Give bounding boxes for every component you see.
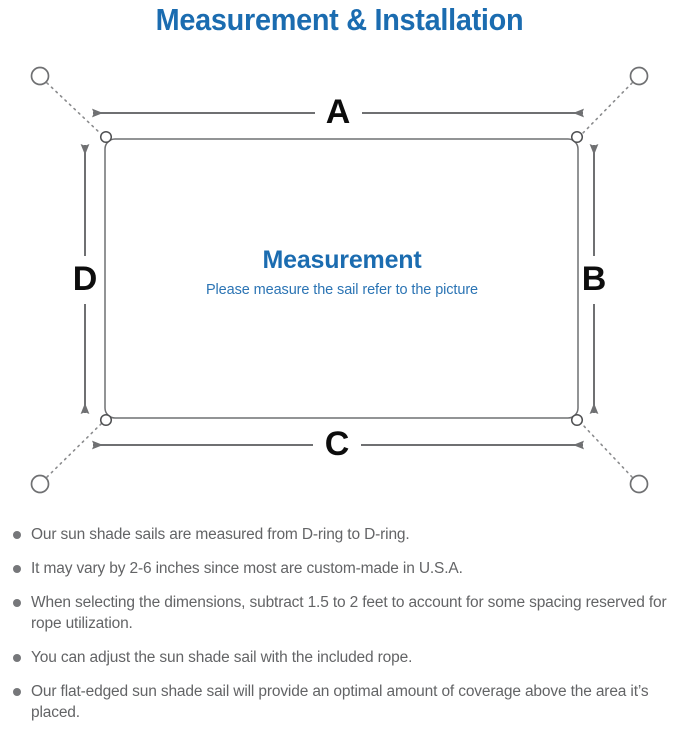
rope-lines (46, 82, 633, 478)
d-ring-top-right (570, 130, 584, 144)
sail-label: Measurement (263, 246, 423, 274)
list-item: You can adjust the sun shade sail with t… (0, 647, 679, 668)
bullet-icon (13, 599, 21, 607)
note-text: Our sun shade sails are measured from D-… (31, 526, 410, 543)
dimension-label-c: C (325, 425, 350, 463)
dimension-label-b: B (582, 260, 607, 298)
note-text: It may vary by 2-6 inches since most are… (31, 560, 463, 577)
anchor-point-bottom-right (629, 474, 649, 494)
rope-top-left (46, 82, 102, 135)
anchor-point-bottom-left (30, 474, 50, 494)
list-item: When selecting the dimensions, subtract … (0, 592, 679, 634)
rope-bottom-left (46, 423, 102, 478)
note-text: Our flat-edged sun shade sail will provi… (31, 683, 649, 721)
rope-bottom-right (581, 423, 633, 478)
list-item: Our flat-edged sun shade sail will provi… (0, 681, 679, 723)
note-text: You can adjust the sun shade sail with t… (31, 649, 413, 666)
dimension-label-d: D (73, 260, 98, 298)
anchor-points (30, 66, 649, 494)
bullet-icon (13, 688, 21, 696)
sail-sublabel: Please measure the sail refer to the pic… (206, 282, 478, 298)
bullet-icon (13, 565, 21, 573)
anchor-point-top-left (30, 66, 50, 86)
d-rings (99, 130, 584, 427)
measurement-diagram: A C D B Measurement Please measure the s… (0, 46, 679, 516)
list-item: Our sun shade sails are measured from D-… (0, 524, 679, 545)
dimension-label-a: A (326, 93, 351, 131)
list-item: It may vary by 2-6 inches since most are… (0, 558, 679, 579)
anchor-point-top-right (629, 66, 649, 86)
note-text: When selecting the dimensions, subtract … (31, 594, 667, 632)
page-title: Measurement & Installation (155, 2, 524, 37)
d-ring-bottom-left (99, 413, 113, 427)
d-ring-bottom-right (570, 413, 584, 427)
sail-body (104, 138, 579, 419)
bullet-icon (13, 531, 21, 539)
notes-list: Our sun shade sails are measured from D-… (0, 524, 679, 723)
bullet-icon (13, 654, 21, 662)
d-ring-top-left (99, 130, 113, 144)
rope-top-right (581, 82, 633, 135)
